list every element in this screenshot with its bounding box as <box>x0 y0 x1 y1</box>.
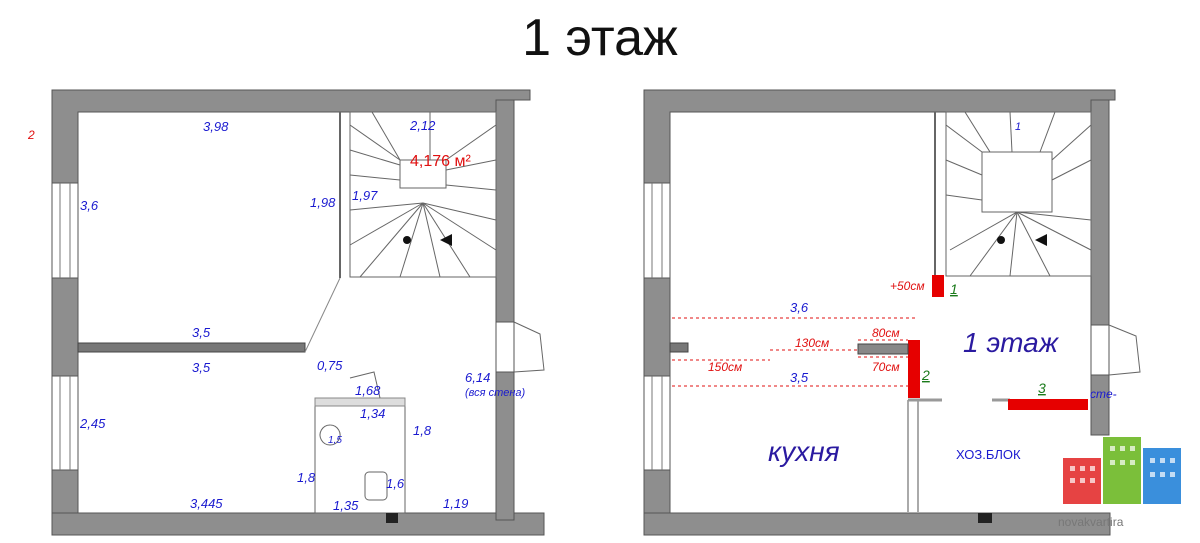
red-mark-2 <box>908 340 920 398</box>
left-wall-left-seg2 <box>51 469 79 517</box>
left-height: 3,6 <box>80 198 99 213</box>
red-mark-3 <box>1008 399 1088 410</box>
watermark-text: novakvartira <box>1058 515 1124 529</box>
left-stair-width: 2,12 <box>409 118 436 133</box>
left-right-wall: 6,14 <box>465 370 490 385</box>
left-kitchen-height: 2,45 <box>79 416 106 431</box>
left-wc-bottom: 1,35 <box>333 498 359 513</box>
left-wc-left: 1,8 <box>297 470 316 485</box>
right-stair-mark: 1 <box>1015 121 1021 133</box>
right-d150: 150см <box>708 360 742 374</box>
left-window-2 <box>51 375 79 471</box>
left-wc-small: 1,6 <box>386 476 405 491</box>
right-width-bottom: 3,5 <box>790 370 809 385</box>
red-mark-1 <box>932 275 944 297</box>
right-plan: 1 +50см 3,6 3,5 150см 130см 80см 70см 1 … <box>643 89 1141 536</box>
right-wall-label: сте- <box>1090 387 1117 401</box>
right-width-top: 3,6 <box>790 300 809 315</box>
left-right-wall-note: (вся стена) <box>465 387 526 399</box>
right-mark2: 2 <box>921 367 930 383</box>
left-bottom-width: 3,445 <box>190 496 223 511</box>
left-window-1 <box>51 182 79 279</box>
left-partition-top: 3,5 <box>192 325 211 340</box>
left-plan: 2 3,98 3,6 1,98 2,12 1,97 4,176 м² 3,5 3… <box>27 89 545 536</box>
left-wall-right <box>495 99 515 323</box>
left-corridor-gap: 0,75 <box>317 358 343 373</box>
right-wall-left-seg2 <box>643 469 671 517</box>
left-top-width: 3,98 <box>203 119 229 134</box>
right-wall-right2 <box>1090 374 1110 436</box>
right-d70: 70см <box>872 360 900 374</box>
left-partition <box>77 342 306 353</box>
right-plus50: +50см <box>890 279 925 293</box>
page-title: 1 этаж <box>522 9 678 67</box>
left-wc-top: 1,68 <box>355 383 381 398</box>
right-utility: ХОЗ.БЛОК <box>956 447 1021 462</box>
left-wc-height: 1,8 <box>413 423 432 438</box>
left-room-height: 1,98 <box>310 195 336 210</box>
right-kitchen: кухня <box>768 436 840 467</box>
left-door-frame <box>495 321 515 373</box>
right-d130: 130см <box>795 336 829 350</box>
right-mark3: 3 <box>1038 380 1046 396</box>
right-floor-label: 1 этаж <box>963 327 1060 358</box>
right-d80: 80см <box>872 326 900 340</box>
left-wall-left-seg <box>51 277 79 377</box>
left-wall-bottom <box>51 512 545 536</box>
left-partition-bottom: 3,5 <box>192 360 211 375</box>
left-stairs <box>349 111 497 278</box>
left-bottom-right: 1,19 <box>443 496 468 511</box>
left-stair-area: 4,176 м² <box>410 153 471 170</box>
left-wc <box>314 397 406 514</box>
left-door-swing <box>513 321 545 373</box>
right-mark1: 1 <box>950 281 958 297</box>
left-wc-inner: 1,34 <box>360 406 385 421</box>
left-stair-depth: 1,97 <box>352 188 378 203</box>
right-wall-left-seg <box>643 277 671 377</box>
right-wall-bottom <box>643 512 1111 536</box>
left-wc-round: 1,5 <box>328 435 342 446</box>
right-wall-right <box>1090 99 1110 326</box>
watermark-logo: novakvartira <box>1058 437 1181 529</box>
left-corner-mark: 2 <box>27 128 35 142</box>
